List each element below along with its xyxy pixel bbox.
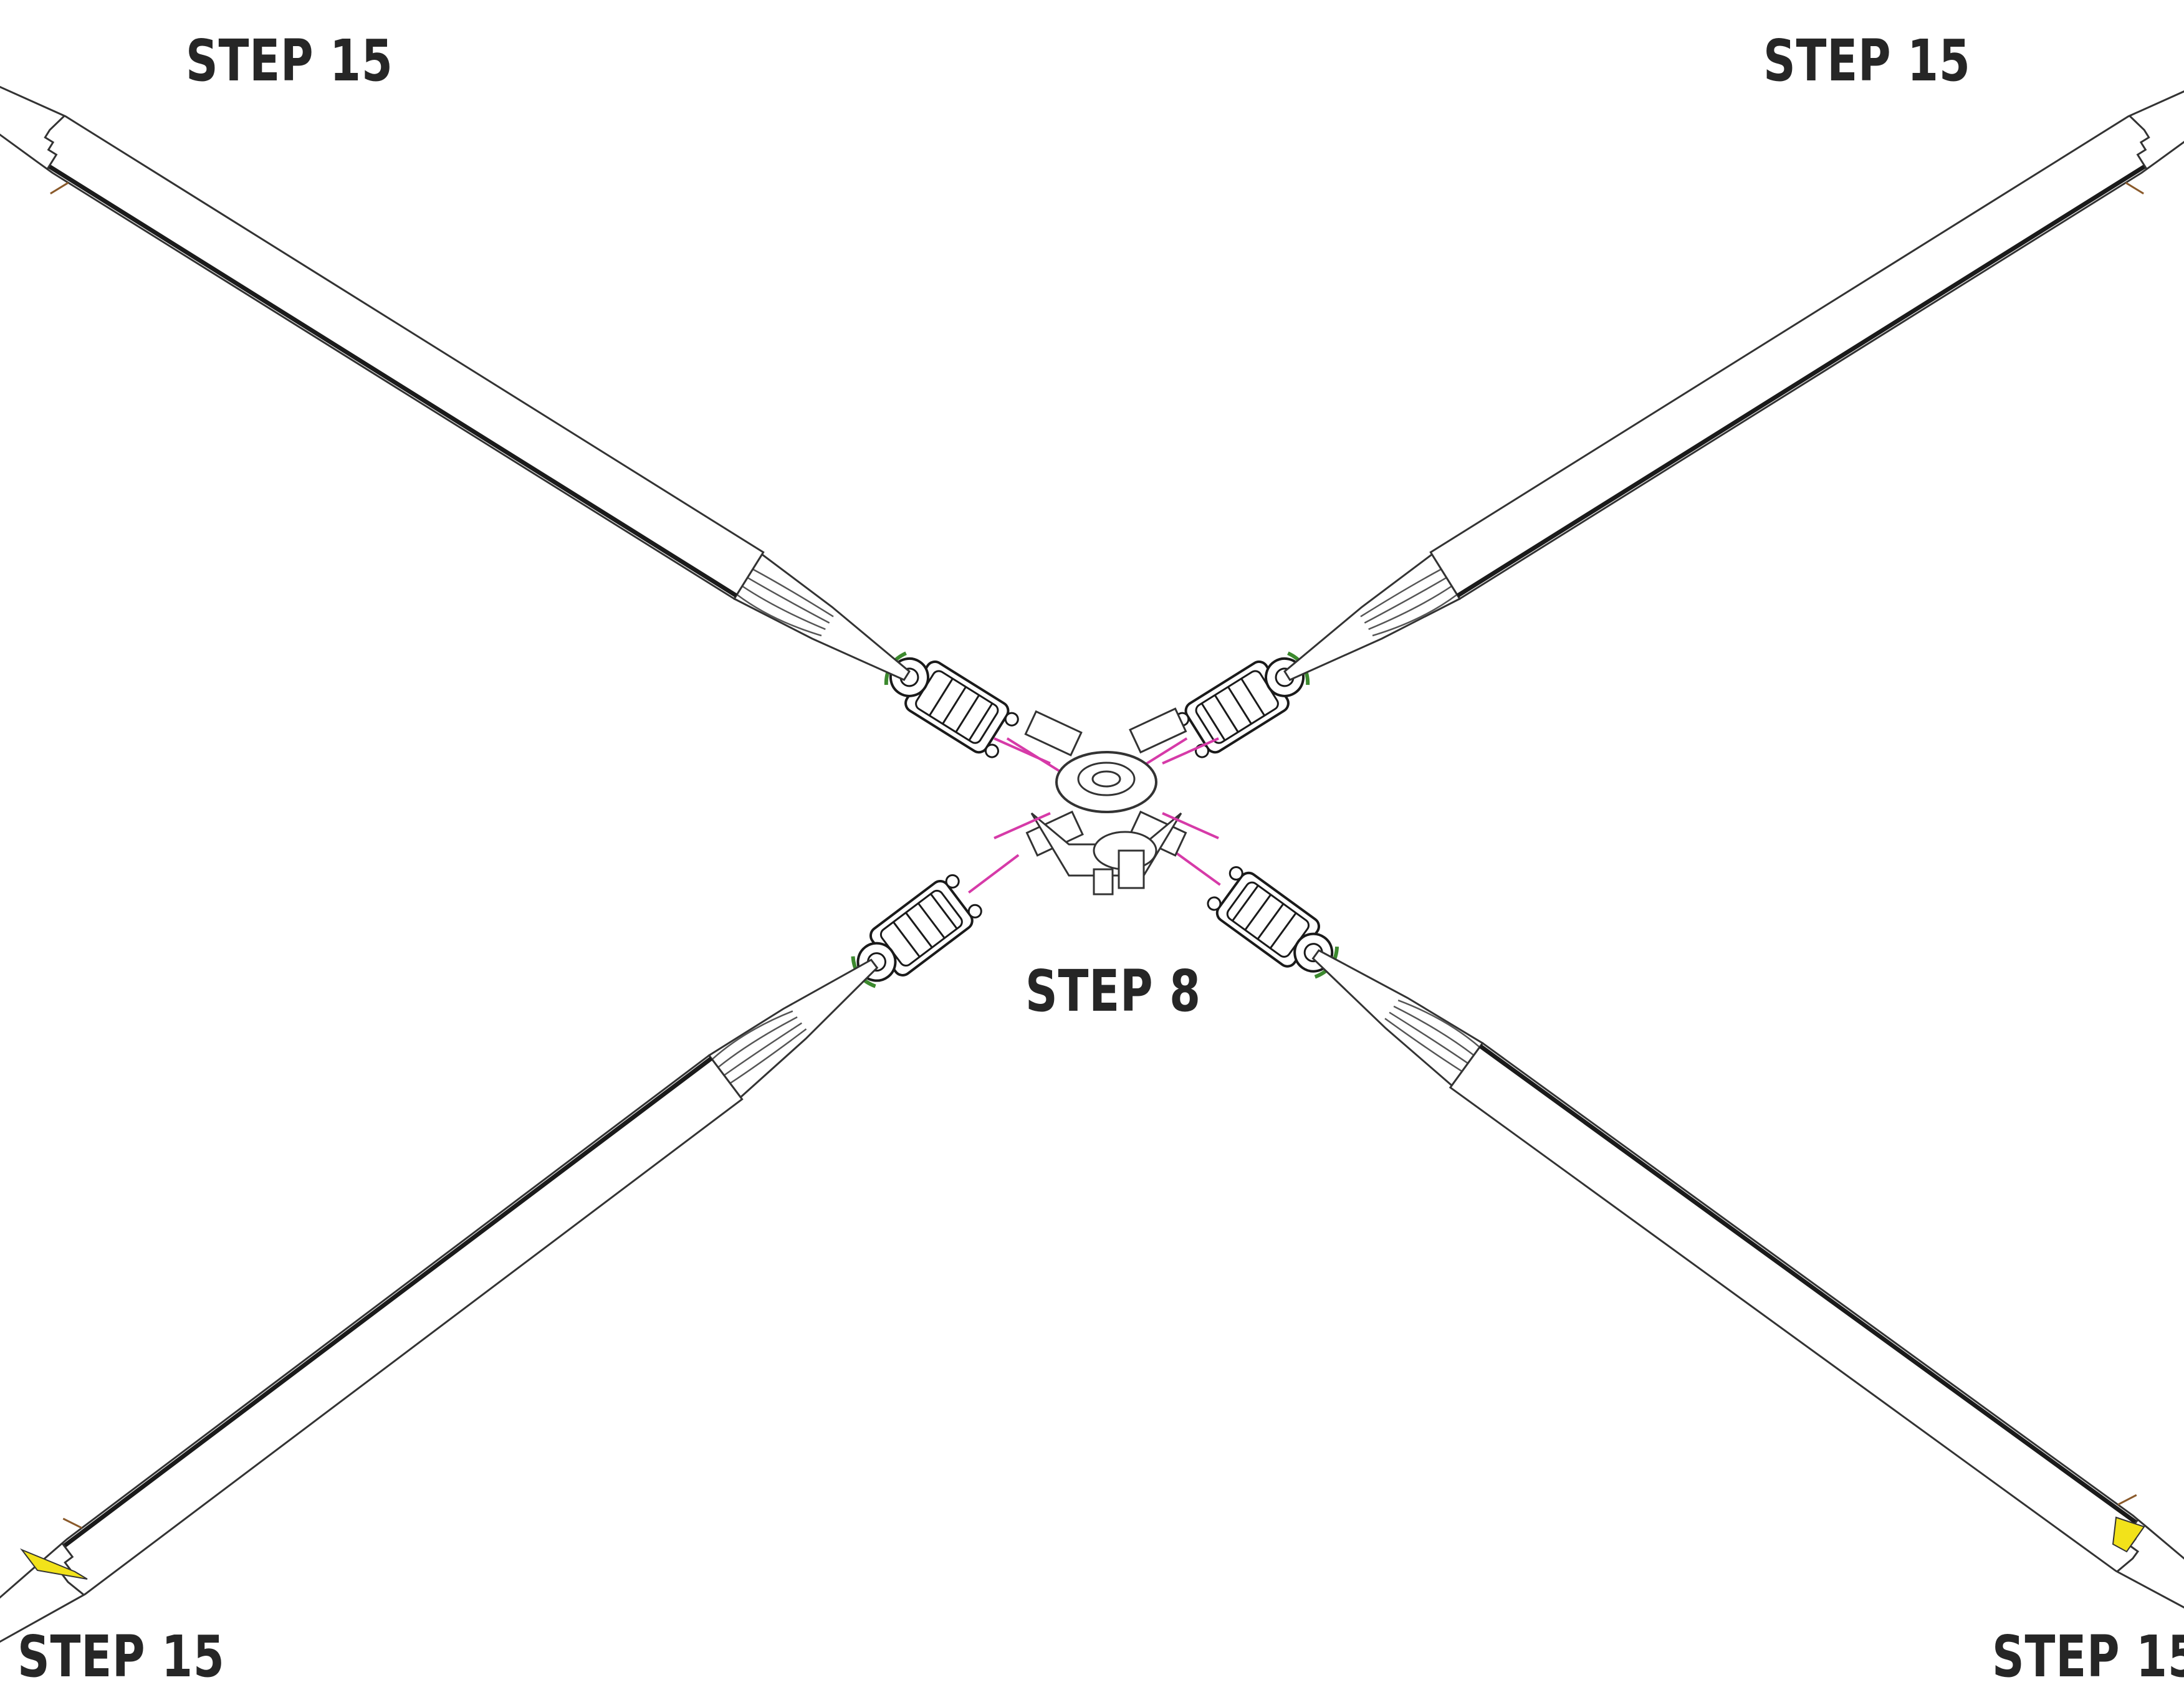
step-label-bottom-left: STEP 15 [17, 1623, 225, 1690]
step-label-bottom-right: STEP 15 [1992, 1623, 2184, 1690]
step-label-center: STEP 8 [1025, 958, 1201, 1024]
blade-bottom-right [1169, 847, 2184, 1637]
step-label-top-left: STEP 15 [186, 27, 393, 94]
tip-marker-bottom-right [2112, 1516, 2145, 1553]
blade-top-right [1133, 57, 2184, 773]
blade-top-left [0, 57, 1061, 773]
rotor-hub [994, 707, 1219, 895]
blade-bottom-left [0, 854, 1020, 1662]
tip-marker-bottom-left [19, 1548, 88, 1580]
step-label-top-right: STEP 15 [1763, 27, 1971, 94]
